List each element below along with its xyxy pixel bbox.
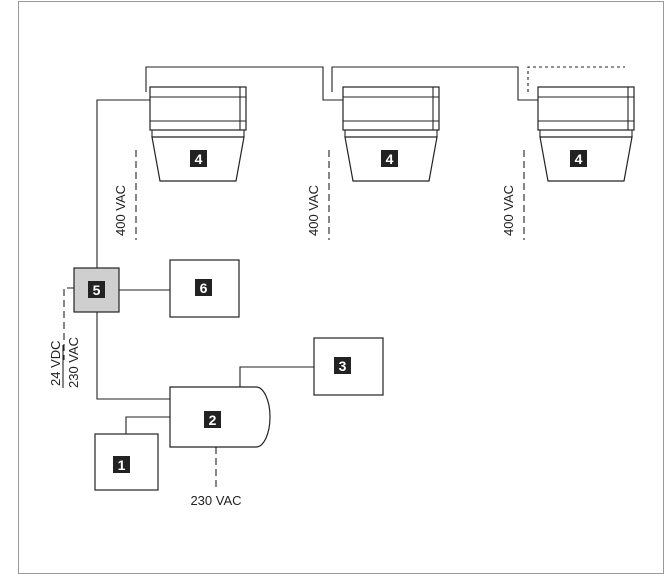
ceiling-unit-1: 4 xyxy=(149,86,247,182)
unit-4-badge-label: 4 xyxy=(386,151,394,167)
unit-6-badge xyxy=(195,279,212,296)
unit-4-badge xyxy=(190,150,207,167)
unit-2-badge-label: 2 xyxy=(209,412,217,428)
cable-2-to-3 xyxy=(239,366,314,387)
power-dash-component-5 xyxy=(63,287,74,360)
cable-1-to-2 xyxy=(125,416,170,434)
unit-4-badge-label: 4 xyxy=(575,151,583,167)
unit-3-badge-label: 3 xyxy=(339,358,347,374)
voltage-label-400-2: 400 VAC xyxy=(306,185,321,236)
voltage-label-230: 230 VAC xyxy=(190,493,241,508)
unit-3-badge xyxy=(334,357,351,374)
ceiling-unit-3: 4 xyxy=(537,86,635,182)
ceiling-unit-2: 4 xyxy=(342,86,440,182)
component-1: 1 xyxy=(94,433,159,491)
cable-5-to-2 xyxy=(96,312,170,400)
component-5: 5 xyxy=(73,267,120,313)
voltage-label-230-alt: 230 VAC xyxy=(66,337,81,388)
unit-2-badge xyxy=(204,411,221,428)
unit-4-badge-label: 4 xyxy=(195,151,203,167)
unit-5-badge xyxy=(88,281,105,298)
voltage-label-24vdc: 24 VDC xyxy=(48,340,63,386)
component-3: 3 xyxy=(313,337,384,396)
component-2: 2 xyxy=(169,386,271,448)
voltage-label-400-3: 400 VAC xyxy=(501,185,516,236)
unit-bus-cable xyxy=(145,66,625,101)
unit-1-badge-label: 1 xyxy=(118,457,126,473)
component-6: 6 xyxy=(169,259,240,318)
voltage-label-400-1: 400 VAC xyxy=(113,185,128,236)
unit-5-badge-label: 5 xyxy=(93,282,101,298)
unit-6-badge-label: 6 xyxy=(200,280,208,296)
feed-cable xyxy=(96,99,152,268)
unit-1-badge xyxy=(113,456,130,473)
unit-4-badge xyxy=(381,150,398,167)
unit-4-badge xyxy=(570,150,587,167)
